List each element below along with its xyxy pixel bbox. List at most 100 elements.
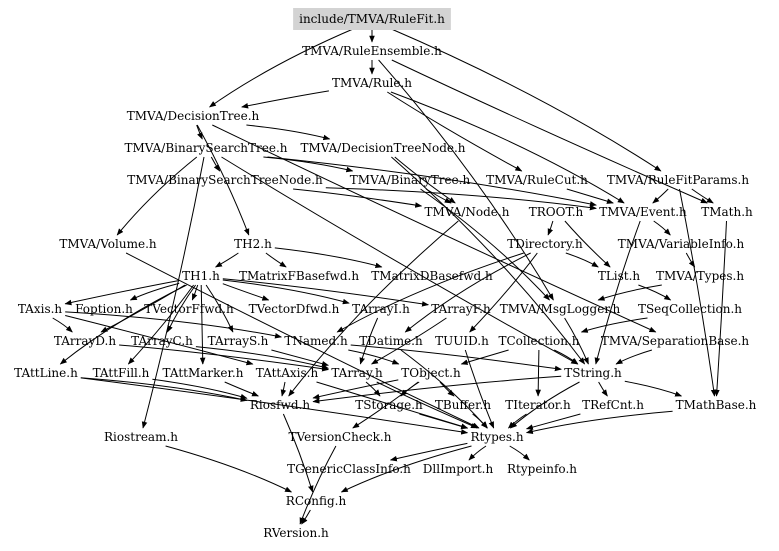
edge-tobject-to-tversioncheck — [352, 381, 419, 429]
node-label: TAttMarker.h — [163, 366, 244, 380]
node-dllimport[interactable]: DllImport.h — [423, 462, 494, 476]
edge-tmath-to-tmathbase — [714, 220, 727, 397]
node-ruleensemble[interactable]: TMVA/RuleEnsemble.h — [302, 44, 442, 58]
node-tarrayi[interactable]: TArrayI.h — [352, 302, 410, 316]
node-tarrayf[interactable]: TArrayF.h — [431, 302, 491, 316]
node-tgenericclassinfo[interactable]: TGenericClassInfo.h — [287, 462, 411, 476]
node-tvectordfwd[interactable]: TVectorDfwd.h — [249, 302, 340, 316]
node-tstorage[interactable]: TStorage.h — [355, 398, 423, 412]
node-decisiontree[interactable]: TMVA/DecisionTree.h — [127, 109, 260, 123]
node-tarray[interactable]: TArray.h — [331, 366, 383, 380]
node-rversion[interactable]: RVersion.h — [263, 526, 329, 540]
node-rulefit[interactable]: include/TMVA/RuleFit.h — [293, 8, 451, 30]
node-label: TMVA/Node.h — [425, 205, 510, 219]
node-tcollection[interactable]: TCollection.h — [498, 334, 579, 348]
node-tattaxis[interactable]: TAttAxis.h — [256, 366, 319, 380]
edge-rule-to-event — [390, 91, 625, 204]
node-label: TRefCnt.h — [582, 398, 644, 412]
edge-rulecut-to-event — [566, 188, 614, 204]
node-msglogger[interactable]: TMVA/MsgLogger.h — [500, 302, 621, 316]
node-tarrayc[interactable]: TArrayC.h — [131, 334, 193, 348]
node-binarytree[interactable]: TMVA/BinaryTree.h — [350, 173, 471, 187]
edge-taxis-to-tarrayd — [52, 317, 73, 333]
node-tnamed[interactable]: TNamed.h — [284, 334, 348, 348]
node-tarrays[interactable]: TArrayS.h — [208, 334, 269, 348]
edge-tstring-to-riosfwd — [312, 375, 562, 404]
node-tvectorffwd[interactable]: TVectorFfwd.h — [144, 302, 234, 316]
node-rtypes[interactable]: Rtypes.h — [470, 430, 523, 444]
node-label: Rtypes.h — [470, 430, 523, 444]
node-tattfill[interactable]: TAttFill.h — [93, 366, 150, 380]
node-tattline[interactable]: TAttLine.h — [14, 366, 78, 380]
node-rulecut[interactable]: TMVA/RuleCut.h — [486, 173, 588, 187]
node-label: TArrayC.h — [131, 334, 193, 348]
node-tuuid[interactable]: TUUID.h — [435, 334, 489, 348]
edge-tattmarker-to-riosfwd — [224, 381, 259, 397]
node-tseqcollection[interactable]: TSeqCollection.h — [638, 302, 742, 316]
node-variableinfo[interactable]: TMVA/VariableInfo.h — [618, 237, 745, 251]
node-volume[interactable]: TMVA/Volume.h — [59, 237, 157, 251]
node-th2[interactable]: TH2.h — [234, 237, 272, 251]
node-taxis[interactable]: TAxis.h — [18, 302, 63, 316]
node-titerator[interactable]: TIterator.h — [505, 398, 571, 412]
edge-taxis-to-tattaxis — [65, 315, 254, 366]
node-riosfwd[interactable]: Riosfwd.h — [250, 398, 310, 412]
node-rconfig[interactable]: RConfig.h — [286, 494, 347, 508]
node-label: Rtypeinfo.h — [507, 462, 577, 476]
node-rule[interactable]: TMVA/Rule.h — [332, 76, 412, 90]
node-tdatime[interactable]: TDatime.h — [359, 334, 423, 348]
edge-tdirectory-to-tlist — [565, 252, 599, 268]
node-rtypeinfo[interactable]: Rtypeinfo.h — [507, 462, 577, 476]
node-label: TMVA/BinarySearchTreeNode.h — [127, 173, 323, 187]
node-label: TArrayS.h — [208, 334, 269, 348]
node-tmatrixfbasefwd[interactable]: TMatrixFBasefwd.h — [239, 269, 359, 283]
node-troot[interactable]: TROOT.h — [529, 205, 584, 219]
node-tmvanode[interactable]: TMVA/Node.h — [425, 205, 510, 219]
node-tmath[interactable]: TMath.h — [701, 205, 753, 219]
edge-rtypes-to-rconfig — [340, 445, 472, 493]
node-tstring[interactable]: TString.h — [564, 366, 622, 380]
root-node-highlight — [293, 8, 451, 30]
node-label: TMath.h — [701, 205, 753, 219]
edge-rtypes-to-rtypeinfo — [509, 445, 530, 461]
node-label: TCollection.h — [498, 334, 579, 348]
node-event[interactable]: TMVA/Event.h — [599, 205, 687, 219]
node-label: TMVA/SeparationBase.h — [601, 334, 750, 348]
dependency-edges — [52, 27, 727, 525]
node-label: TMVA/VariableInfo.h — [618, 237, 745, 251]
node-label: TArrayF.h — [431, 302, 491, 316]
node-tattmarker[interactable]: TAttMarker.h — [163, 366, 244, 380]
edge-riosfwd-to-rconfig — [282, 413, 314, 493]
node-label: TMVA/Volume.h — [59, 237, 157, 251]
node-label: TMVA/RuleCut.h — [486, 173, 588, 187]
node-label: TObject.h — [401, 366, 461, 380]
node-tlist[interactable]: TList.h — [598, 269, 641, 283]
node-tarrayd[interactable]: TArrayD.h — [54, 334, 116, 348]
node-tmathbase[interactable]: TMathBase.h — [676, 398, 757, 412]
node-types[interactable]: TMVA/Types.h — [656, 269, 744, 283]
node-label: TList.h — [598, 269, 641, 283]
edge-rconfig-to-rversion — [301, 509, 311, 525]
node-tobject[interactable]: TObject.h — [401, 366, 461, 380]
node-tmatrixdbasefwd[interactable]: TMatrixDBasefwd.h — [371, 269, 493, 283]
node-binarysearchtree[interactable]: TMVA/BinarySearchTree.h — [124, 141, 287, 155]
node-tbuffer[interactable]: TBuffer.h — [435, 398, 491, 412]
node-label: TString.h — [564, 366, 622, 380]
edge-binarytree-to-msglogger — [420, 188, 550, 301]
edge-separationbase-to-tstring — [615, 349, 653, 365]
node-label: TUUID.h — [435, 334, 489, 348]
node-tversioncheck[interactable]: TVersionCheck.h — [289, 430, 392, 444]
node-th1[interactable]: TH1.h — [182, 269, 220, 283]
node-riostream[interactable]: Riostream.h — [104, 430, 178, 444]
node-decisiontreenode[interactable]: TMVA/DecisionTreeNode.h — [300, 141, 465, 155]
node-rulefitparams[interactable]: TMVA/RuleFitParams.h — [607, 173, 749, 187]
edge-tattaxis-to-riosfwd — [280, 381, 287, 397]
node-tdirectory[interactable]: TDirectory.h — [507, 237, 583, 251]
edge-th1-to-tarrayi — [222, 279, 350, 305]
edge-rulefit-to-rulefitparams — [388, 27, 662, 172]
node-separationbase[interactable]: TMVA/SeparationBase.h — [601, 334, 750, 348]
node-foption[interactable]: Foption.h — [75, 302, 133, 316]
node-trefcnt[interactable]: TRefCnt.h — [582, 398, 644, 412]
node-bstnode[interactable]: TMVA/BinarySearchTreeNode.h — [127, 173, 323, 187]
node-label: TROOT.h — [529, 205, 584, 219]
